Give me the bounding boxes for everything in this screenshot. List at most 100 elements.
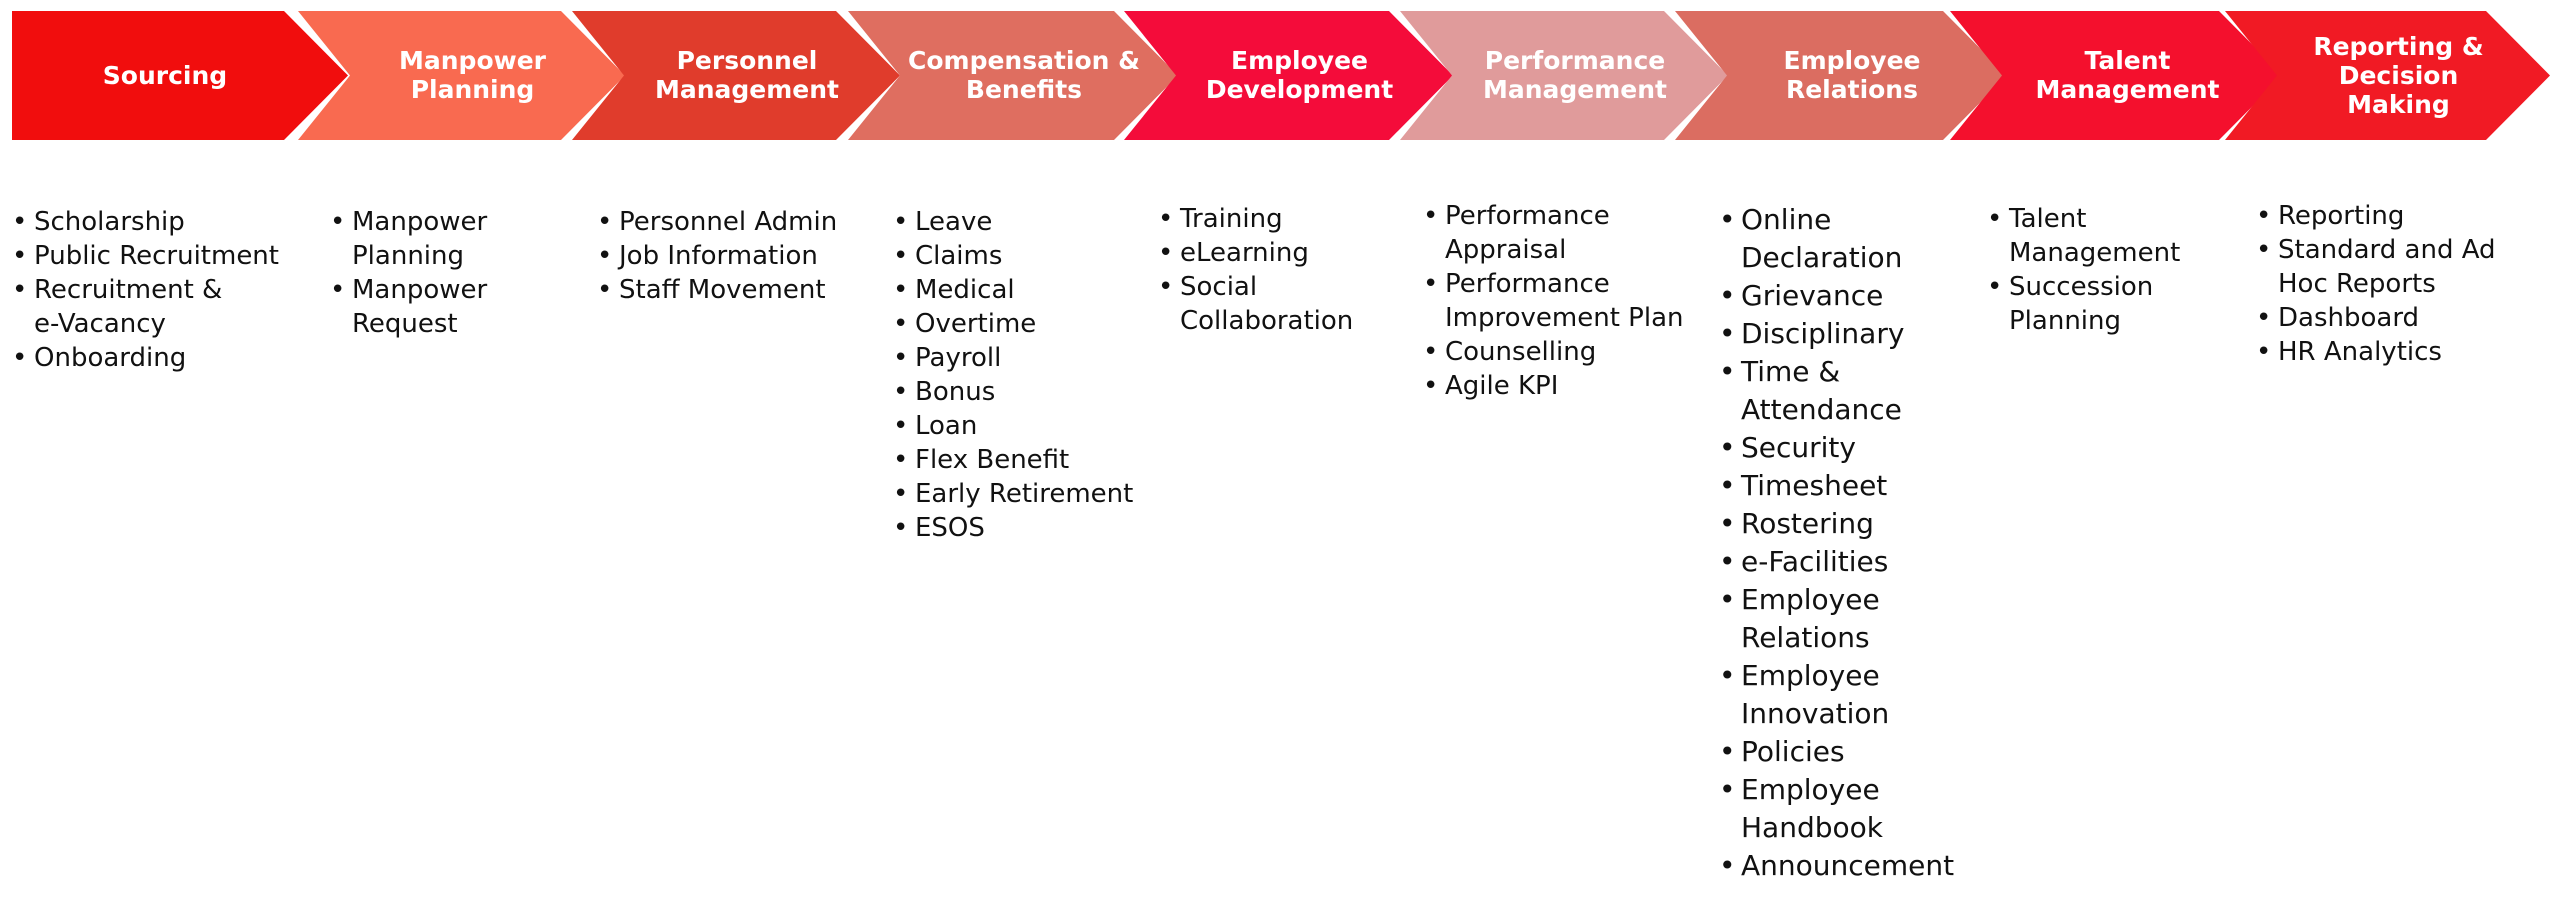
list-item-text: Time & Attendance <box>1741 355 1902 426</box>
chevron-stage-8 <box>1950 11 2283 140</box>
list-item: Medical <box>893 273 1133 307</box>
list-item-text: Succession Planning <box>2009 272 2154 336</box>
list-item-text: eLearning <box>1180 238 1309 268</box>
list-item-text: Staff Movement <box>619 275 826 305</box>
list-item: Leave <box>893 205 1133 239</box>
list-item-text: Manpower Planning <box>352 207 488 271</box>
list-item-text: Timesheet <box>1741 469 1888 502</box>
stage-label: Manpower Planning <box>399 46 546 104</box>
list-item: Flex Benefit <box>893 443 1133 477</box>
stage-label: Employee Development <box>1205 46 1394 104</box>
stage-label: Performance Management <box>1482 46 1668 104</box>
list-item: Claims <box>893 239 1133 273</box>
stage-item-list: Online DeclarationGrievanceDisciplinaryT… <box>1719 201 1954 885</box>
list-item: Performance Appraisal <box>1423 199 1683 267</box>
stage-label: Compensation & Benefits <box>908 46 1140 104</box>
list-item-text: Claims <box>915 241 1003 271</box>
chevron-stage-4 <box>848 11 1178 140</box>
list-item: Agile KPI <box>1423 369 1683 403</box>
chevron-stage-5 <box>1124 11 1453 140</box>
list-item-text: Reporting <box>2278 201 2405 231</box>
list-item: Manpower Request <box>330 273 487 341</box>
list-item: Standard and Ad Hoc Reports <box>2256 233 2496 301</box>
list-item: Online Declaration <box>1719 201 1954 277</box>
stage-label: Sourcing <box>102 60 228 90</box>
list-item: Timesheet <box>1719 467 1954 505</box>
list-item-text: Announcement <box>1741 849 1955 882</box>
list-item-text: Performance Improvement Plan <box>1445 269 1684 333</box>
list-item-text: Bonus <box>915 377 996 407</box>
list-item: Dashboard <box>2256 301 2496 335</box>
list-item-text: e-Facilities <box>1741 545 1889 578</box>
list-item: Public Recruitment <box>12 239 279 273</box>
list-item: Succession Planning <box>1987 270 2180 338</box>
list-item: Overtime <box>893 307 1133 341</box>
stage-label: Employee Relations <box>1783 46 1921 104</box>
process-chevron-bar <box>12 11 2550 140</box>
chevron-stage-3 <box>572 11 900 140</box>
stage-item-list: Manpower PlanningManpower Request <box>330 205 487 341</box>
list-item-text: Security <box>1741 431 1856 464</box>
stage-item-list: LeaveClaimsMedicalOvertimePayrollBonusLo… <box>893 205 1133 545</box>
list-item: Payroll <box>893 341 1133 375</box>
chevron-stage-1 <box>12 11 348 140</box>
list-item-text: Flex Benefit <box>915 445 1070 475</box>
list-item: Training <box>1158 202 1353 236</box>
chevron-stage-7 <box>1675 11 2007 140</box>
list-item-text: Standard and Ad Hoc Reports <box>2278 235 2496 299</box>
list-item: Employee Innovation <box>1719 657 1954 733</box>
list-item-text: HR Analytics <box>2278 337 2442 367</box>
list-item-text: Counselling <box>1445 337 1597 367</box>
chevron-stage-6 <box>1400 11 1728 140</box>
list-item: Employee Handbook <box>1719 771 1954 847</box>
list-item: ESOS <box>893 511 1133 545</box>
list-item: Time & Attendance <box>1719 353 1954 429</box>
stage-item-list: TrainingeLearningSocial Collaboration <box>1158 202 1353 338</box>
list-item: Scholarship <box>12 205 279 239</box>
list-item-text: Disciplinary <box>1741 317 1905 350</box>
list-item: Onboarding <box>12 341 279 375</box>
stage-item-list: Performance AppraisalPerformance Improve… <box>1423 199 1683 403</box>
list-item-text: Payroll <box>915 343 1002 373</box>
list-item: Announcement <box>1719 847 1954 885</box>
list-item-text: Employee Innovation <box>1741 659 1890 730</box>
list-item: Personnel Admin <box>597 205 837 239</box>
list-item-text: Leave <box>915 207 993 237</box>
list-item: Job Information <box>597 239 837 273</box>
list-item: Performance Improvement Plan <box>1423 267 1683 335</box>
list-item-text: Loan <box>915 411 978 441</box>
list-item-text: Employee Relations <box>1741 583 1880 654</box>
list-item-text: Online Declaration <box>1741 203 1903 274</box>
list-item-text: Scholarship <box>34 207 185 237</box>
list-item-text: Rostering <box>1741 507 1874 540</box>
list-item-text: Policies <box>1741 735 1845 768</box>
list-item: Early Retirement <box>893 477 1133 511</box>
list-item-text: ESOS <box>915 513 985 543</box>
list-item-text: Early Retirement <box>915 479 1134 509</box>
stage-label: Reporting & Decision Making <box>2313 31 2484 119</box>
list-item: eLearning <box>1158 236 1353 270</box>
list-item-text: Personnel Admin <box>619 207 838 237</box>
list-item-text: Job Information <box>619 241 818 271</box>
list-item-text: Overtime <box>915 309 1037 339</box>
list-item: Manpower Planning <box>330 205 487 273</box>
list-item-text: Manpower Request <box>352 275 488 339</box>
list-item-text: Talent Management <box>2009 204 2181 268</box>
list-item: Social Collaboration <box>1158 270 1353 338</box>
stage-label: Personnel Management <box>654 46 840 104</box>
list-item: Security <box>1719 429 1954 467</box>
list-item: Grievance <box>1719 277 1954 315</box>
list-item-text: Medical <box>915 275 1015 305</box>
list-item: Staff Movement <box>597 273 837 307</box>
list-item: HR Analytics <box>2256 335 2496 369</box>
list-item: Reporting <box>2256 199 2496 233</box>
list-item: Loan <box>893 409 1133 443</box>
stage-item-list: ScholarshipPublic RecruitmentRecruitment… <box>12 205 279 375</box>
list-item-text: Performance Appraisal <box>1445 201 1610 265</box>
stage-item-list: Talent ManagementSuccession Planning <box>1987 202 2180 338</box>
chevron-stage-2 <box>298 11 625 140</box>
list-item: Talent Management <box>1987 202 2180 270</box>
list-item: Recruitment & e-Vacancy <box>12 273 279 341</box>
list-item: Policies <box>1719 733 1954 771</box>
chevron-stage-9 <box>2225 11 2550 140</box>
